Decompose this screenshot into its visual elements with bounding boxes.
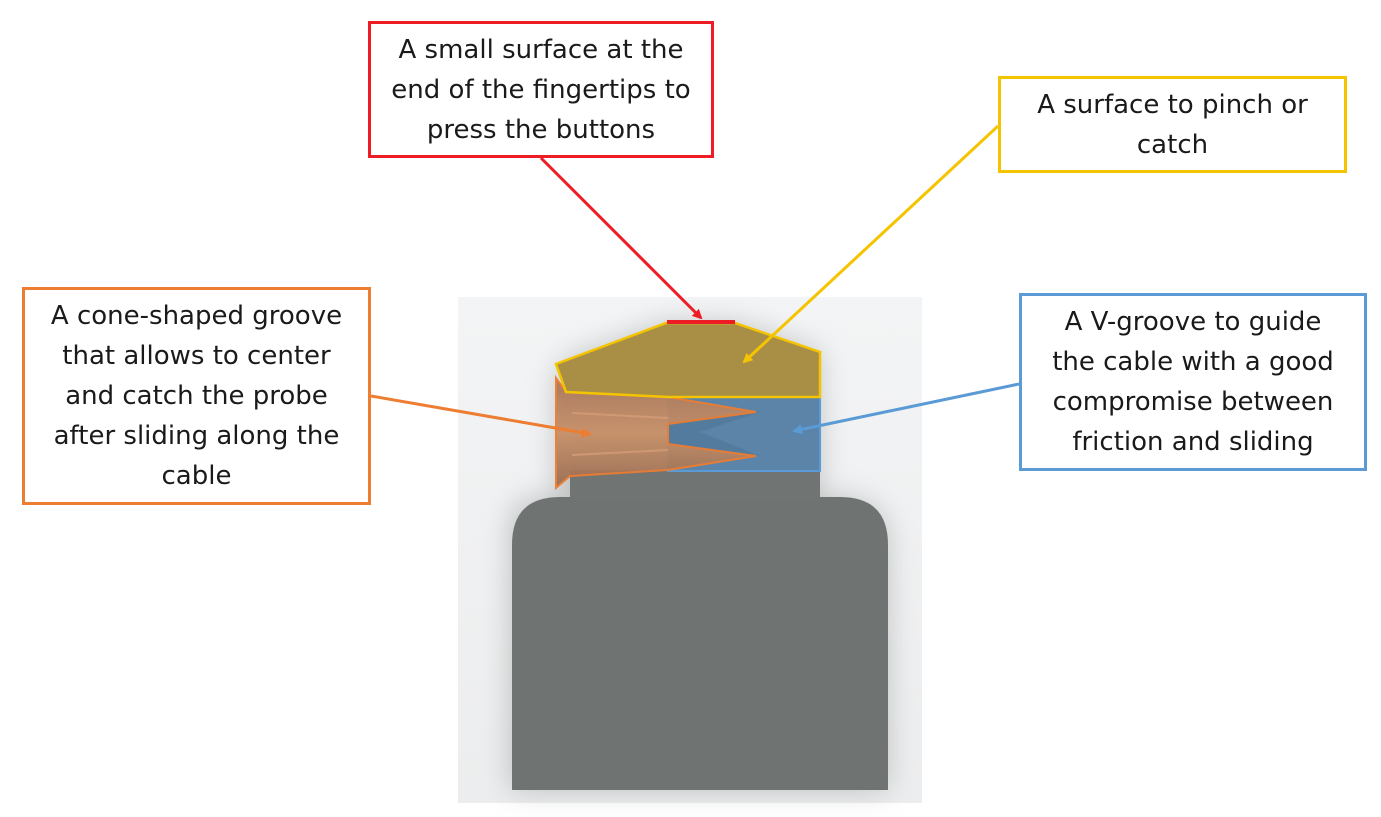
callout-line: A cone-shaped groove [50,301,343,331]
callout-fingertip-surface: A small surface at the end of the finger… [368,21,714,158]
callout-line: A small surface at the [398,34,684,65]
callout-pinch-surface: A surface to pinch or catch [998,76,1347,173]
probe-body [512,497,888,790]
callout-v-groove: A V-groove to guide the cable with a goo… [1019,293,1367,471]
callout-line: that allows to center [62,341,331,371]
arrow-yellow [742,124,1000,364]
arrow-orange [370,394,592,438]
callout-line: and catch the probe [65,381,328,411]
callout-line: friction and sliding [1072,427,1314,457]
probe-neck [570,470,820,500]
callout-line: press the buttons [426,114,656,145]
v-groove-channel [668,412,760,456]
callout-line: A V-groove to guide [1064,307,1322,337]
cone-groove-ridge-upper [571,412,669,419]
callout-line: A surface to pinch or [1037,89,1308,120]
callout-line: compromise between [1052,387,1334,417]
callout-line: after sliding along the [53,421,340,451]
arrow-red [539,156,703,320]
callout-line: cable [161,461,232,491]
callout-line: end of the fingertips to [391,74,691,105]
cone-groove-ridge-lower [571,449,669,456]
arrow-blue [792,382,1020,435]
callout-cone-groove: A cone-shaped groove that allows to cent… [22,287,371,505]
callout-line: the cable with a good [1052,347,1334,377]
callout-line: catch [1136,129,1209,160]
